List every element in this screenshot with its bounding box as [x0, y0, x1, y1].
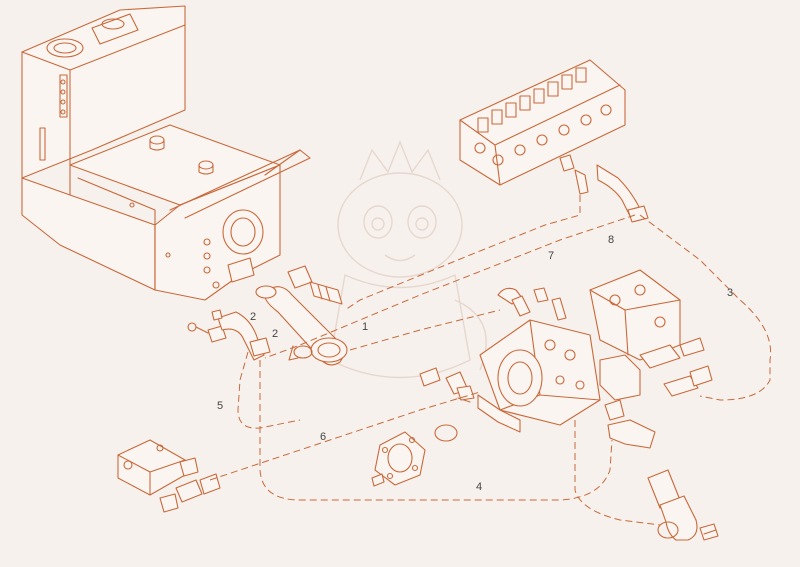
callout-2b: 2: [272, 328, 278, 340]
pressure-filter-assembly: [647, 469, 719, 541]
callout-4: 4: [476, 481, 482, 493]
callout-6: 6: [320, 431, 326, 443]
auxiliary-valve-block: [117, 439, 221, 513]
callout-3: 3: [727, 287, 733, 299]
callout-1: 1: [362, 321, 368, 333]
suction-hose-assembly: [255, 265, 348, 366]
callout-2a: 2: [250, 311, 256, 323]
hydraulic-pump: [457, 269, 705, 433]
callout-8: 8: [608, 234, 614, 246]
callout-7: 7: [548, 250, 554, 262]
pump-fittings: [419, 287, 713, 449]
tank-return-fittings: [187, 309, 271, 361]
pump-inlet-flange: [371, 424, 458, 487]
hose-routes: [209, 195, 772, 526]
hydraulic-tank-frame: [21, 5, 311, 301]
control-valve-bank: [459, 59, 649, 223]
dragon-mascot-icon: [329, 140, 487, 379]
callout-labels: 1 2 2 3 4 5 6 7 8: [217, 234, 733, 493]
callout-5: 5: [217, 400, 223, 412]
